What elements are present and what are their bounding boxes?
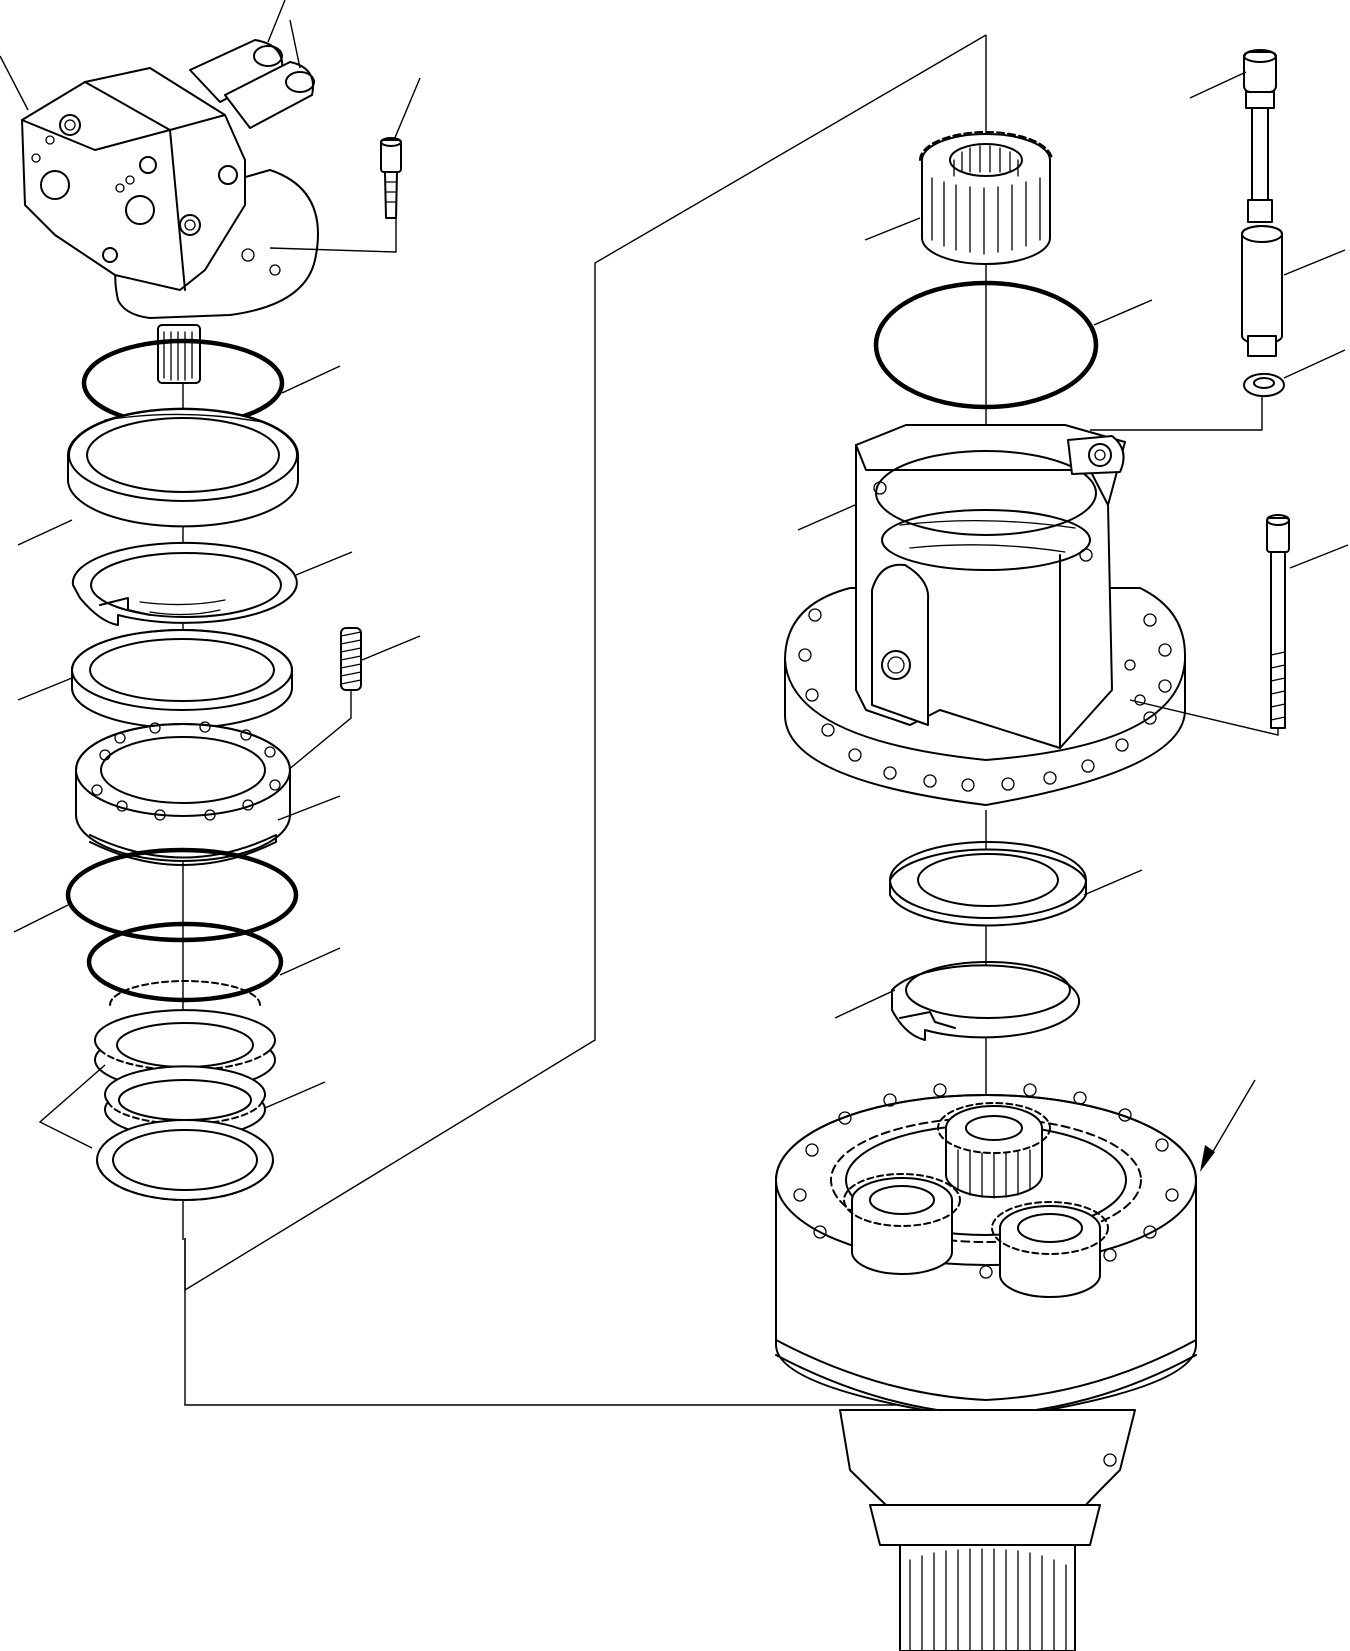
tube-adapter bbox=[1242, 226, 1282, 356]
leader-spring bbox=[276, 636, 420, 780]
snap-ring-right bbox=[892, 962, 1079, 1040]
o-ring-right bbox=[876, 283, 1096, 407]
leader-sun-gear bbox=[865, 218, 920, 240]
brake-disc-stack bbox=[95, 981, 275, 1200]
washer bbox=[1244, 374, 1284, 396]
swing-machinery-housing bbox=[785, 425, 1185, 805]
leader-o-ring-large bbox=[14, 905, 68, 932]
leader-snap-ring-right bbox=[835, 990, 895, 1018]
leader-bolt-small bbox=[270, 78, 420, 252]
leader-breather-plug bbox=[1190, 72, 1246, 98]
leader-snap-ring bbox=[296, 552, 352, 575]
leader-washer bbox=[1284, 350, 1345, 378]
leader-housing bbox=[798, 505, 855, 530]
leader-motor-a bbox=[0, 56, 28, 110]
leader-motor-b bbox=[268, 0, 300, 68]
leader-thrust-plate bbox=[18, 678, 72, 700]
leader-bearing-ring bbox=[18, 520, 72, 545]
thrust-washer-right bbox=[890, 842, 1086, 925]
leader-brake-housing bbox=[278, 796, 340, 820]
bearing-ring bbox=[68, 409, 298, 527]
sun-gear-upper bbox=[920, 132, 1052, 264]
breather-plug bbox=[1244, 50, 1276, 222]
snap-ring bbox=[73, 543, 297, 625]
o-ring-small bbox=[89, 924, 281, 1000]
leader-o-ring-small bbox=[280, 948, 340, 975]
swing-motor-assembly bbox=[22, 40, 318, 383]
spring bbox=[341, 628, 361, 690]
leader-o-ring-right bbox=[1094, 300, 1152, 325]
brake-housing bbox=[76, 722, 290, 865]
leader-bolt-long bbox=[1130, 545, 1348, 735]
planetary-carrier-assembly bbox=[776, 1084, 1196, 1651]
socket-head-bolt-small bbox=[381, 138, 401, 218]
thrust-plate bbox=[72, 630, 292, 728]
leader-to-housing-port bbox=[1090, 396, 1262, 430]
socket-head-bolt-long bbox=[1267, 515, 1289, 728]
leader-tube-adapter bbox=[1284, 250, 1345, 275]
arrow-head-planetary bbox=[1200, 1145, 1215, 1172]
leader-planetary-carrier bbox=[1208, 1080, 1255, 1160]
leader-o-ring-upper bbox=[282, 366, 340, 393]
leader-thrust-washer bbox=[1084, 870, 1142, 895]
leader-brake-discs bbox=[40, 1065, 325, 1148]
o-ring-large bbox=[68, 850, 296, 940]
